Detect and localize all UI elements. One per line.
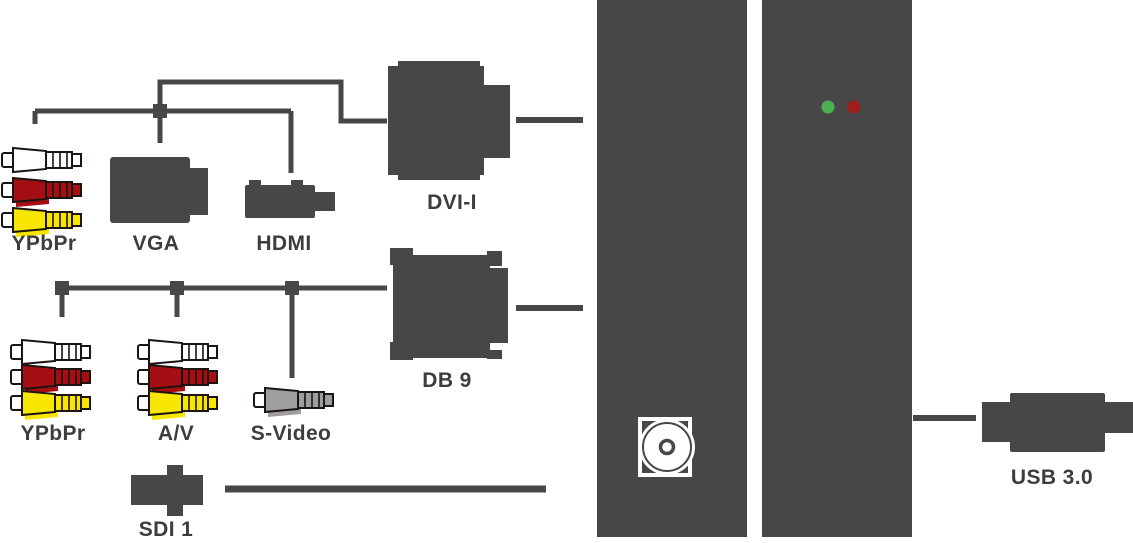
ypbpr-bottom-connector [10, 339, 91, 421]
bnc-port [638, 417, 695, 477]
label-db9: DB 9 [422, 369, 472, 392]
svideo-connector [253, 387, 334, 418]
rca-white-plug [1, 147, 82, 178]
label-usb: USB 3.0 [1010, 466, 1094, 489]
label-hdmi: HDMI [256, 232, 312, 255]
av-connector [137, 339, 218, 421]
label-vga: VGA [132, 232, 180, 255]
device-box-left [597, 0, 747, 537]
dvi-connector [388, 61, 510, 180]
vga-connector [110, 157, 208, 223]
hdmi-connector [245, 180, 335, 218]
label-sdi: SDI 1 [138, 518, 194, 541]
rca-yellow-plug [10, 390, 91, 421]
rca-yellow-plug [137, 390, 218, 421]
wire-top-bus [32, 79, 387, 173]
rca-red-plug [1, 177, 82, 208]
sdi-connector [131, 465, 203, 516]
label-dvi: DVI-I [427, 191, 477, 214]
label-av: A/V [157, 422, 195, 445]
rca-red-plug [137, 364, 218, 395]
label-svideo: S-Video [250, 422, 332, 445]
ypbpr-top-connector [1, 147, 82, 238]
svideo-plug [253, 387, 334, 418]
rca-red-plug [10, 364, 91, 395]
usb-connector [982, 393, 1133, 452]
label-ypbpr-top: YPbPr [11, 232, 77, 255]
device-box-right [762, 0, 912, 537]
label-ypbpr-bottom: YPbPr [20, 422, 86, 445]
wire-middle-bus [55, 281, 387, 378]
db9-connector [390, 248, 508, 360]
green-led [821, 100, 835, 114]
red-led [847, 100, 861, 114]
